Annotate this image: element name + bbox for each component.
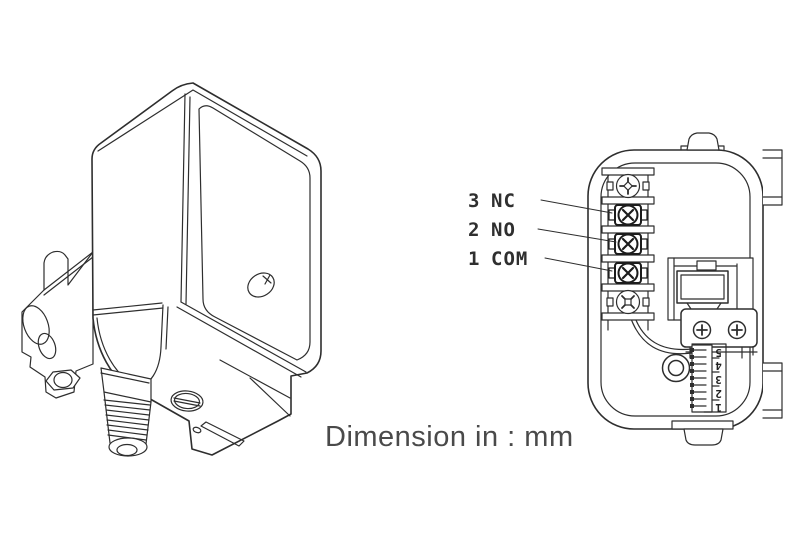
leader-line-com <box>544 257 613 272</box>
leader-lines <box>537 199 617 272</box>
scale-mark-3: 3 <box>715 373 722 386</box>
terminal-name: COM <box>491 248 529 270</box>
terminal-block <box>601 167 655 331</box>
terminal-label-no: 2 NO <box>468 221 516 240</box>
hex-nut-icon <box>45 369 81 391</box>
leader-line-no <box>537 228 617 243</box>
terminal-pin-number: 1 <box>468 248 480 270</box>
scale-mark-5: 5 <box>715 346 722 359</box>
terminal-screw-icon-bottom <box>606 289 650 315</box>
terminal-pin-number: 2 <box>468 219 480 241</box>
phillips-screw-icon <box>247 272 275 298</box>
terminal-screw-icon-com <box>608 262 648 284</box>
internal-view <box>537 132 783 446</box>
bottom-connector-bump <box>671 420 734 446</box>
bracket-hole <box>22 305 50 345</box>
terminal-pin-number: 3 <box>468 190 480 212</box>
scale-ticks <box>711 357 720 401</box>
switch-screw-icon-2 <box>727 320 747 340</box>
front-panel-inset <box>198 105 311 361</box>
terminal-screw-icon-top <box>606 173 650 199</box>
adjustment-rack <box>690 343 727 413</box>
terminal-name: NC <box>491 190 516 212</box>
coil-block <box>676 270 729 310</box>
wire <box>629 314 693 355</box>
mounting-tab-top <box>762 149 783 206</box>
leader-line-nc <box>540 199 613 214</box>
mounting-bracket <box>21 250 94 399</box>
slotted-screw-icon <box>170 390 204 412</box>
mounting-tab-bottom <box>762 362 783 419</box>
terminal-screw-icon-no <box>608 233 648 255</box>
top-connector-bump <box>680 132 725 151</box>
dimension-note: Dimension in : mm <box>325 421 574 453</box>
mounting-foot <box>192 421 245 447</box>
terminal-screw-icon-nc <box>608 204 648 226</box>
body-edges <box>92 89 308 417</box>
pressure-port-thread <box>100 367 152 457</box>
scale-mark-2: 2 <box>715 387 722 400</box>
isometric-view <box>21 82 322 457</box>
terminal-name: NO <box>491 219 516 241</box>
switch-screw-icon <box>692 320 712 340</box>
terminal-label-com: 1 COM <box>468 250 528 269</box>
bracket-hole-2 <box>37 332 57 360</box>
scale-mark-1: 1 <box>715 401 722 414</box>
terminal-label-nc: 3 NC <box>468 192 516 211</box>
scale-mark-4: 4 <box>715 359 722 372</box>
cable-grommet <box>661 353 691 383</box>
